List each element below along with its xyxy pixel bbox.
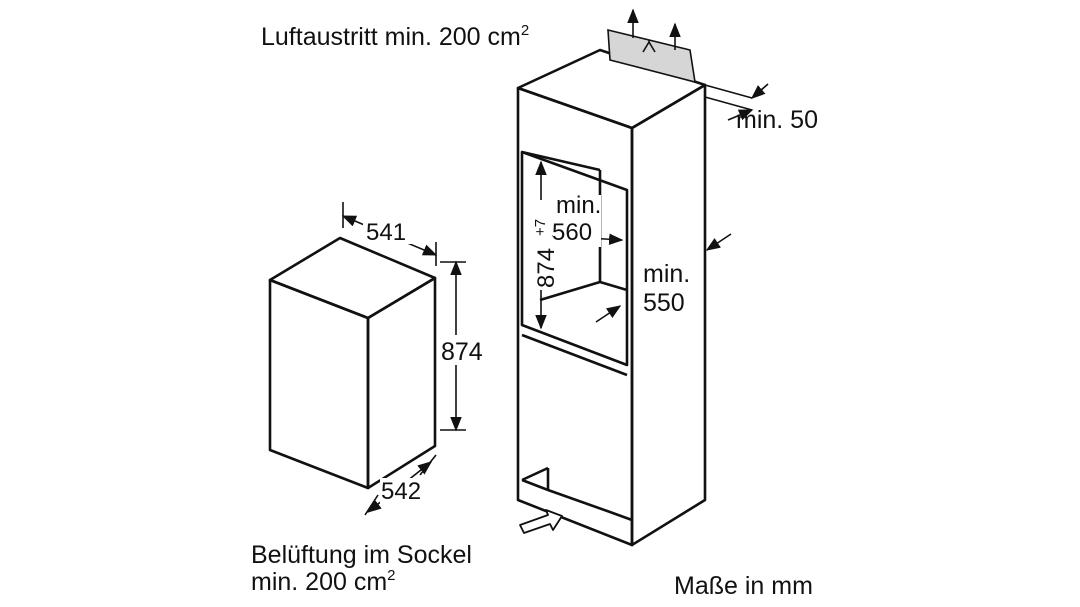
dim-min550-line1: min.: [643, 260, 690, 288]
plinth-airflow-arrow: [519, 509, 563, 534]
top-vent-grille: [607, 8, 696, 84]
dim-min550-line2: 550: [643, 289, 685, 317]
plinth-vent-caption-line1: Belüftung im Sockel: [251, 541, 472, 569]
plinth-vent-caption-line2: min. 200 cm2: [251, 567, 396, 596]
units-caption: Maße in mm: [674, 572, 813, 600]
dim-niche-height-label: 874: [533, 248, 560, 288]
dim-height-label: 874: [441, 338, 483, 366]
dimension-depth: 542: [364, 454, 437, 516]
appliance-box: [268, 236, 437, 490]
dimension-min560: min. 560: [551, 192, 624, 247]
dim-min50-label: min. 50: [736, 106, 818, 134]
dimension-width: 541: [341, 202, 438, 266]
dim-min560-line2: 560: [552, 219, 592, 246]
dim-min560-line1: min.: [556, 192, 601, 219]
dimension-height: 874: [440, 260, 492, 432]
dimension-min50: min. 50: [704, 83, 818, 134]
dim-width-label: 541: [366, 219, 406, 246]
air-outlet-caption: Luftaustritt min. 200 cm2: [261, 22, 529, 51]
dimension-min550: min. 550: [595, 233, 732, 323]
dim-niche-tolerance: +7: [532, 219, 549, 236]
dim-depth-label: 542: [381, 478, 421, 505]
